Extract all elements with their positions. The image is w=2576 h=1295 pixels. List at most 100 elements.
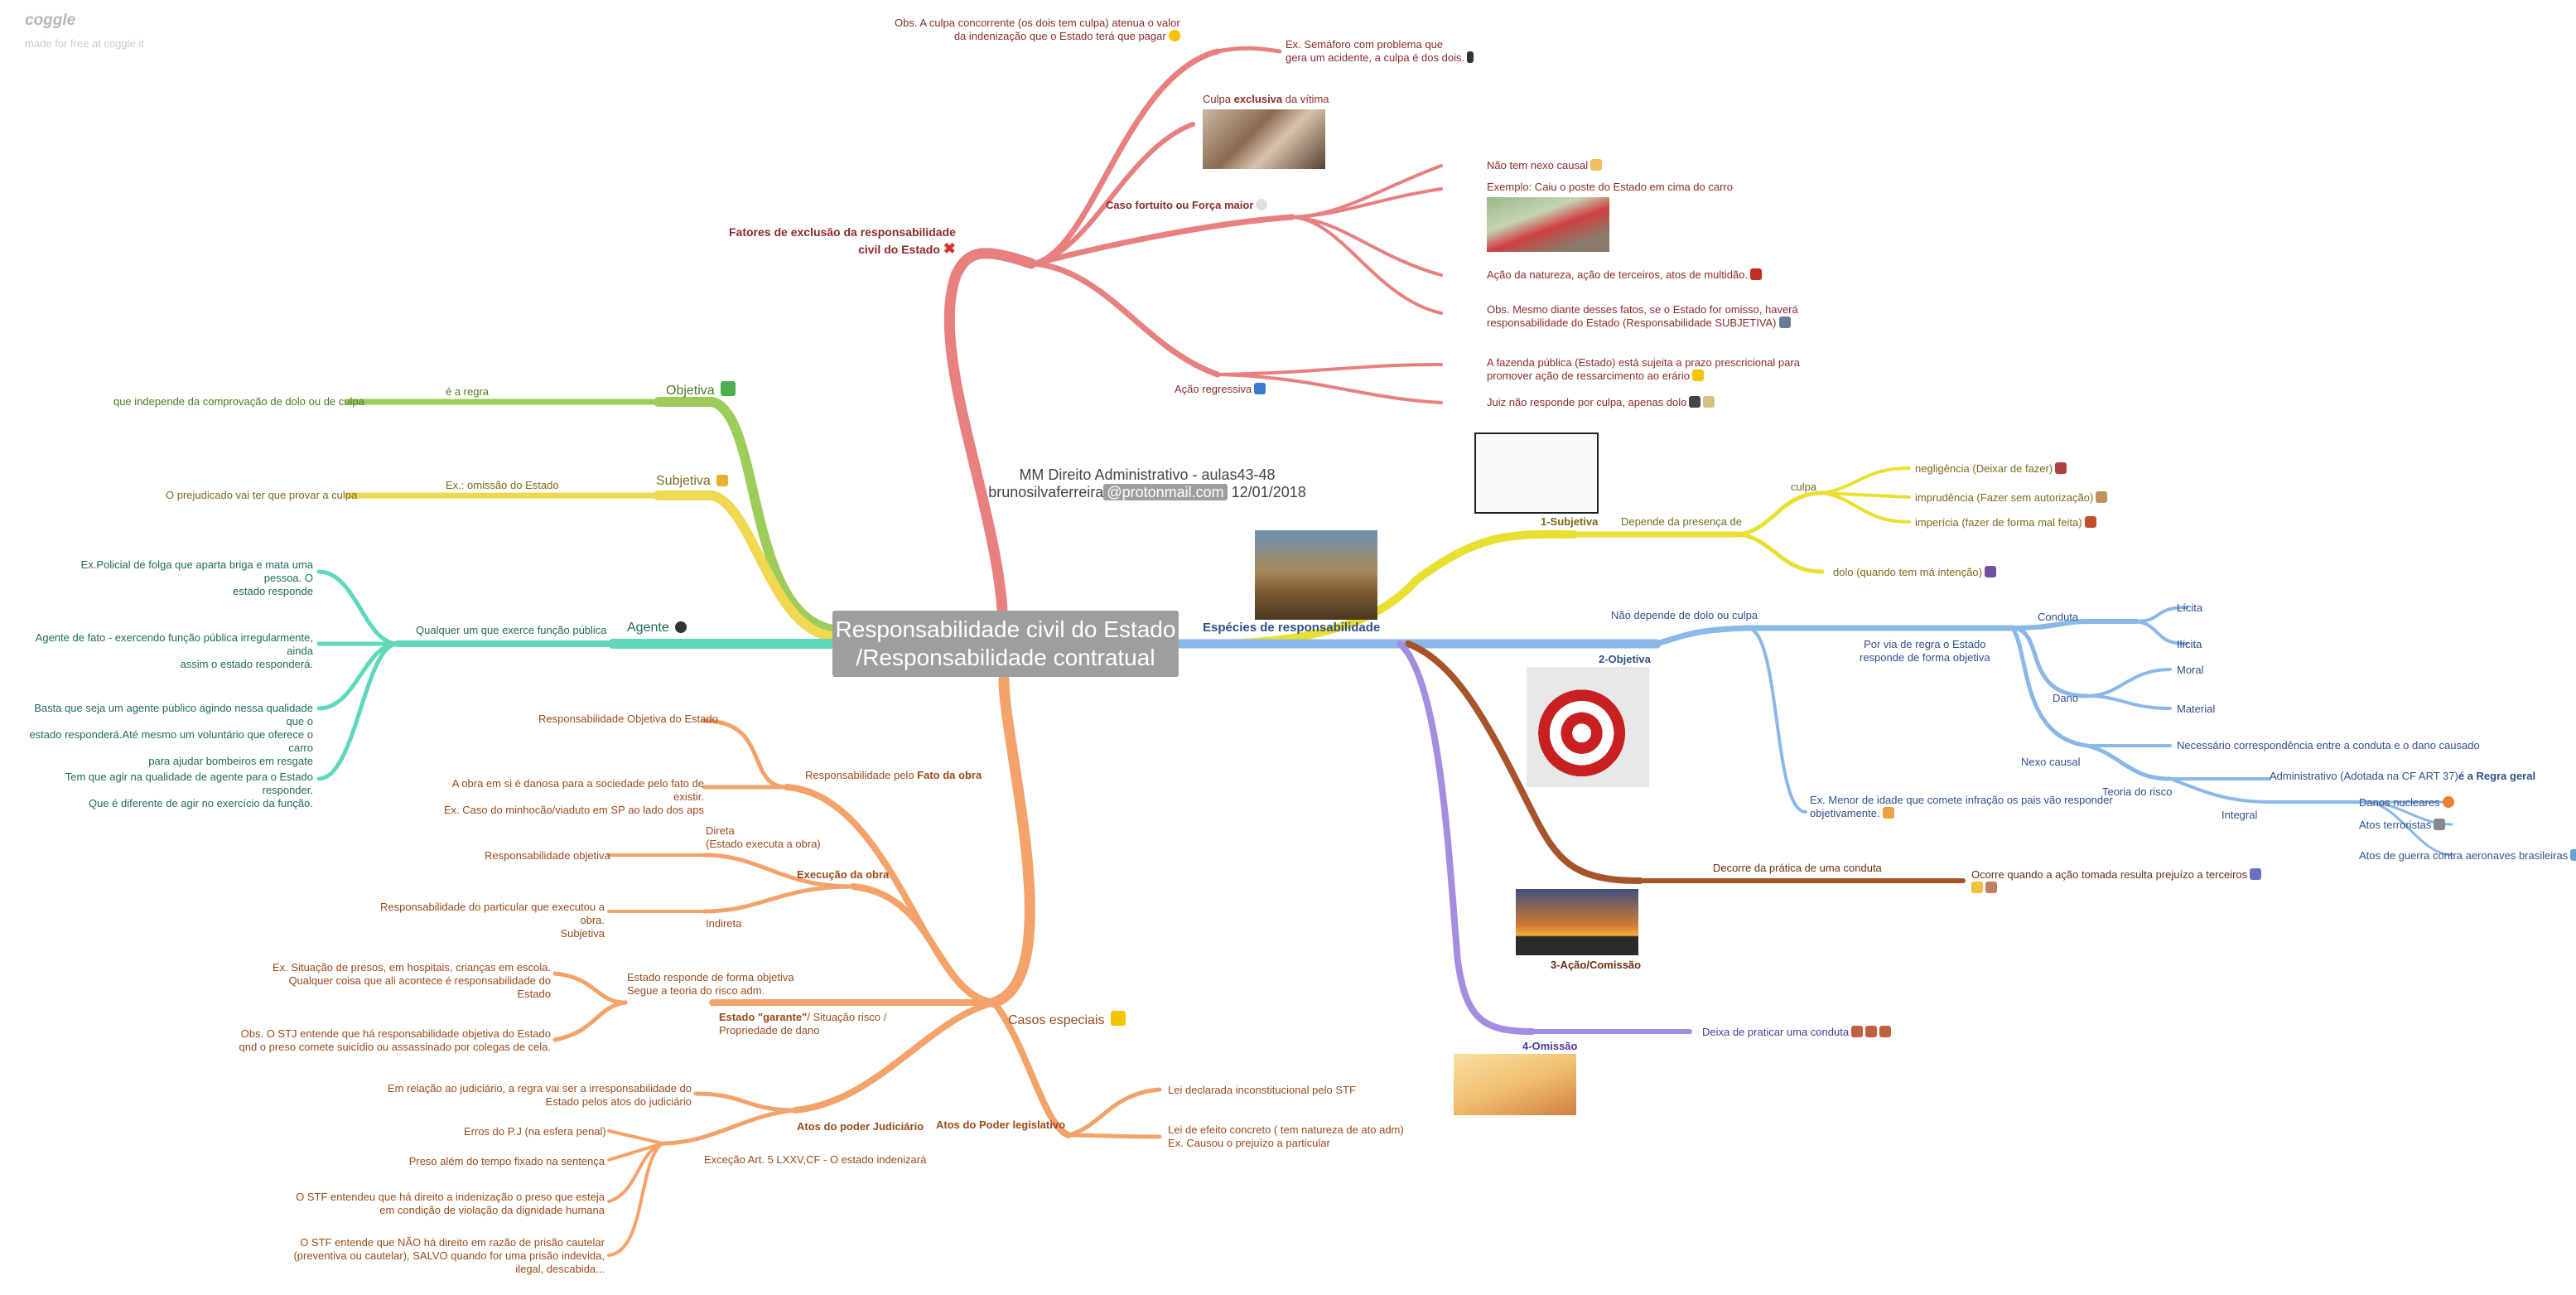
node-1-subjetiva[interactable]: 1-Subjetiva — [1541, 515, 1599, 528]
node-fazenda[interactable]: A fazenda pública (Estado) está sujeita … — [1487, 356, 1800, 383]
node-dano[interactable]: Dano — [2053, 692, 2079, 704]
node-acao-regressiva[interactable]: Ação regressiva — [1175, 383, 1266, 396]
branch-especies-acao — [1405, 640, 1966, 884]
node-estado-garante[interactable]: Estado "garante"/ Situação risco / Propr… — [719, 1011, 886, 1037]
node-deixa-praticar[interactable]: Deixa de praticar uma conduta — [1702, 1026, 1892, 1039]
node-erros-pj[interactable]: Erros do P.J (na esfera penal) — [464, 1125, 606, 1138]
coggle-tagline[interactable]: made for free at coggle.it — [25, 37, 144, 50]
star-icon — [1110, 1011, 1126, 1026]
node-excecao-art5[interactable]: Exceção Art. 5 LXXV,CF - O estado indeni… — [704, 1153, 927, 1166]
node-administrativo[interactable]: Administrativo (Adotada na CF ART 37)é a… — [2270, 770, 2535, 783]
node-negligencia[interactable]: negligência (Deixar de fazer) — [1915, 462, 2067, 476]
node-material[interactable]: Material — [2177, 703, 2216, 715]
node-resp-objetiva-estado[interactable]: Responsabilidade Objetiva do Estado — [538, 713, 718, 725]
node-exclusao[interactable]: Fatores de exclusão da responsabilidade … — [729, 224, 956, 258]
node-exemplo-poste[interactable]: Exemplo: Caiu o poste do Estado em cima … — [1487, 181, 1733, 193]
node-obra-danosa[interactable]: A obra em si é danosa para a sociedade p… — [437, 777, 704, 817]
node-atos-guerra[interactable]: Atos de guerra contra aeronaves brasilei… — [2359, 849, 2576, 863]
node-stf-dignidade[interactable]: O STF entendeu que há direito a indeniza… — [290, 1191, 605, 1217]
node-estado-responde[interactable]: Estado responde de forma objetiva Segue … — [627, 971, 794, 998]
node-nexo-causal[interactable]: Nexo causal — [2021, 756, 2081, 768]
node-impericia[interactable]: imperícia (fazer de forma mal feita) — [1915, 516, 2096, 529]
node-culpa-concorrente[interactable]: Obs. A culpa concorrente (os dois tem cu… — [895, 17, 1180, 43]
node-semaforo[interactable]: Ex. Semáforo com problema que gera um ac… — [1286, 38, 1474, 65]
coggle-logo[interactable]: coggle — [25, 12, 76, 29]
node-stf-cautelar[interactable]: O STF entende que NÃO há direito em razã… — [273, 1236, 605, 1276]
node-atos-terroristas[interactable]: Atos terroristas — [2359, 819, 2446, 832]
node-fato-obra[interactable]: Responsabilidade pelo Fato da obra — [805, 769, 982, 782]
node-ex-policial[interactable]: Ex.Policial de folga que aparta briga e … — [48, 558, 313, 598]
node-ilicita[interactable]: Ilícita — [2177, 638, 2202, 650]
node-omissao-estado[interactable]: Ex.: omissão do Estado — [446, 479, 559, 491]
obs-omisso-1: Obs. Mesmo diante desses fatos, se o Est… — [1487, 303, 1798, 316]
node-direta[interactable]: Direta (Estado executa a obra) — [706, 824, 821, 851]
node-4-omissao[interactable]: 4-Omissão — [1522, 1040, 1578, 1052]
node-obs-omisso[interactable]: Obs. Mesmo diante desses fatos, se o Est… — [1487, 303, 1798, 330]
node-acao-natureza[interactable]: Ação da natureza, ação de terceiros, ato… — [1487, 268, 1763, 282]
node-voluntario[interactable]: Basta que seja um agente público agindo … — [23, 702, 313, 768]
node-objetiva[interactable]: Objetiva — [666, 381, 736, 398]
policial-2: estado responde — [233, 585, 313, 597]
node-subjetiva[interactable]: Subjetiva — [656, 475, 729, 488]
node-necessario[interactable]: Necessário correspondência entre a condu… — [2177, 739, 2480, 751]
node-agente-fato[interactable]: Agente de fato - exercendo função públic… — [27, 631, 313, 671]
node-indireta[interactable]: Indireta — [706, 917, 742, 930]
node-lei-efeito-concreto[interactable]: Lei de efeito concreto ( tem natureza de… — [1168, 1123, 1404, 1150]
node-depende-presenca[interactable]: Depende da presença de — [1621, 515, 1743, 528]
node-2-objetiva[interactable]: 2-Objetiva — [1599, 653, 1651, 665]
node-danos-nucleares[interactable]: Danos nucleares — [2359, 796, 2454, 809]
node-integral[interactable]: Integral — [2221, 809, 2258, 821]
node-preso-alem[interactable]: Preso além do tempo fixado na sentença — [408, 1155, 605, 1167]
garante-bold: Estado "garante" — [719, 1011, 808, 1023]
node-nexo[interactable]: Não tem nexo causal — [1487, 159, 1603, 172]
node-qualquer-um[interactable]: Qualquer um que exerce função pública — [416, 624, 607, 636]
node-3-acao[interactable]: 3-Ação/Comissão — [1551, 959, 1642, 971]
node-culpa[interactable]: culpa — [1791, 481, 1817, 493]
node-agente[interactable]: Agente — [627, 621, 687, 635]
node-nao-depende[interactable]: Não depende de dolo ou culpa — [1611, 609, 1758, 621]
photo-omissao — [1454, 1054, 1576, 1115]
node-qualidade-agente[interactable]: Tem que agir na qualidade de agente para… — [23, 771, 313, 810]
node-teoria-risco[interactable]: Teoria do risco — [2102, 785, 2173, 798]
node-regra-objetiva[interactable]: Por via de regra o Estado responde de fo… — [1860, 638, 1990, 664]
central-title-line1: Responsabilidade civil do Estado — [835, 616, 1176, 642]
node-resp-objetiva[interactable]: Responsabilidade objetiva — [485, 849, 610, 862]
node-atos-judiciario[interactable]: Atos do poder Judiciário — [797, 1120, 924, 1133]
house-icon — [2084, 516, 2096, 528]
node-regra[interactable]: é a regra — [446, 385, 490, 398]
situacao-1: Ex. Situação de presos, em hospitais, cr… — [273, 961, 551, 974]
node-lei-inconstitucional[interactable]: Lei declarada inconstitucional pelo STF — [1168, 1084, 1356, 1096]
node-menor-idade[interactable]: Ex. Menor de idade que comete infração o… — [1810, 794, 2113, 820]
stf-dignidade-1: O STF entendeu que há direito a indeniza… — [296, 1191, 605, 1203]
node-execucao-obra[interactable]: Execução da obra — [797, 868, 890, 881]
node-independe[interactable]: que independe da comprovação de dolo ou … — [113, 395, 364, 408]
node-situacao-presos[interactable]: Ex. Situação de presos, em hospitais, cr… — [265, 961, 551, 1001]
branch-objetiva — [345, 397, 837, 635]
menor-idade-2: objetivamente. — [1810, 807, 1880, 819]
hand-icon — [1590, 159, 1603, 171]
node-culpa-exclusiva[interactable]: Culpa exclusiva da vítima — [1203, 93, 1329, 106]
node-caso-fortuito[interactable]: Caso fortuito ou Força maior — [1106, 199, 1268, 212]
node-casos-especiais[interactable]: Casos especiais — [1008, 1011, 1126, 1027]
node-moral[interactable]: Moral — [2177, 664, 2204, 676]
branch-especies-subjetiva — [1176, 466, 1911, 649]
node-ocorre[interactable]: Ocorre quando a ação tomada resulta prej… — [1971, 868, 2262, 895]
photo-acao — [1516, 889, 1638, 955]
central-node[interactable]: Responsabilidade civil do Estado /Respon… — [832, 611, 1179, 677]
node-imprudencia[interactable]: imprudência (Fazer sem autorização) — [1915, 491, 2108, 505]
node-atos-legislativo[interactable]: Atos do Poder legislativo — [936, 1119, 1066, 1131]
node-conduta[interactable]: Conduta — [2038, 611, 2079, 623]
family-icon — [1882, 807, 1894, 819]
node-juiz[interactable]: Juiz não responde por culpa, apenas dolo — [1487, 396, 1715, 409]
node-resp-particular[interactable]: Responsabilidade do particular que execu… — [369, 901, 605, 940]
fato-pre: Responsabilidade pelo — [805, 769, 914, 781]
node-stj-preso[interactable]: Obs. O STJ entende que há responsabilida… — [236, 1027, 551, 1054]
node-licita[interactable]: Lícita — [2177, 602, 2203, 614]
node-dolo[interactable]: dolo (quando tem má intenção) — [1833, 566, 1996, 579]
node-especies[interactable]: Espécies de responsabilidade — [1203, 621, 1381, 635]
note-date: 12/01/2018 — [1231, 484, 1306, 500]
node-provar-culpa[interactable]: O prejudicado vai ter que provar a culpa — [166, 489, 358, 501]
node-decorre[interactable]: Decorre da prática de uma conduta — [1713, 862, 1882, 874]
photo-alvo — [1527, 667, 1649, 787]
node-irresponsabilidade[interactable]: Em relação ao judiciário, a regra vai se… — [385, 1082, 692, 1109]
